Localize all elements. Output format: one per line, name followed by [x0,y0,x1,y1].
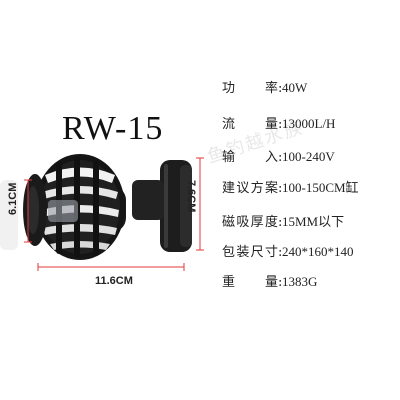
spec-separator: : [278,215,283,230]
spec-label-char: 吸 [236,215,250,230]
spec-label-char: 包 [222,245,236,260]
spec-label-char: 量 [264,117,278,132]
spec-label-char: 装 [236,245,250,260]
spec-value: 40W [282,80,308,95]
magnet-mount [160,160,192,252]
spec-label-char: 输 [222,150,236,165]
spec-separator: : [278,181,283,196]
spec-row: 流量:13000L/H [222,113,335,132]
spec-label-char: 重 [222,275,236,290]
spec-label-char: 功 [222,81,236,96]
spec-separator: : [278,81,283,96]
spec-label: 输入 [222,146,278,165]
spec-label-char: 磁 [222,215,236,230]
spec-label-char: 方 [250,181,264,196]
spec-label-char: 尺 [250,245,264,260]
spec-label: 建议方案 [222,177,278,196]
height-left-label: 6.1CM [7,182,19,215]
height-right-label: 7.6CM [185,180,197,213]
spec-label-char: 度 [264,215,278,230]
spec-label-char: 入 [264,150,278,165]
pump-ghost-reflection [0,180,18,250]
width-bottom-label: 11.6CM [95,275,133,287]
spec-row: 输入:100-240V [222,146,335,165]
spec-separator: : [278,275,283,290]
spec-separator: : [278,117,283,132]
spec-label: 功率 [222,77,278,96]
spec-label-char: 量 [264,275,278,290]
spec-value: 240*160*140 [282,244,354,259]
spec-row: 包装尺寸:240*160*140 [222,241,354,260]
spec-label: 重量 [222,271,278,290]
spec-value: 13000L/H [282,116,336,131]
spec-label-char: 案 [264,181,278,196]
model-title: RW-15 [62,110,164,147]
spec-separator: : [278,245,283,260]
spec-value: 100-240V [282,149,335,164]
spec-label-char: 流 [222,117,236,132]
spec-value: 100-150CM缸 [282,180,359,195]
spec-label-char: 率 [264,81,278,96]
spec-row: 磁吸厚度:15MM以下 [222,211,344,230]
pump-cage [23,154,125,260]
spec-row: 重量:1383G [222,271,317,290]
spec-label-char: 厚 [250,215,264,230]
spec-label: 包装尺寸 [222,241,278,260]
spec-value: 15MM以下 [282,214,345,229]
spec-label-char: 寸 [264,245,278,260]
spec-label-char: 议 [236,181,250,196]
spec-separator: : [278,150,283,165]
spec-value: 1383G [282,274,318,289]
spec-row: 功率:40W [222,77,307,96]
spec-label: 磁吸厚度 [222,211,278,230]
spec-label-char: 建 [222,181,236,196]
spec-label: 流量 [222,113,278,132]
dimension-lines [24,157,204,271]
spec-row: 建议方案:100-150CM缸 [222,177,359,196]
